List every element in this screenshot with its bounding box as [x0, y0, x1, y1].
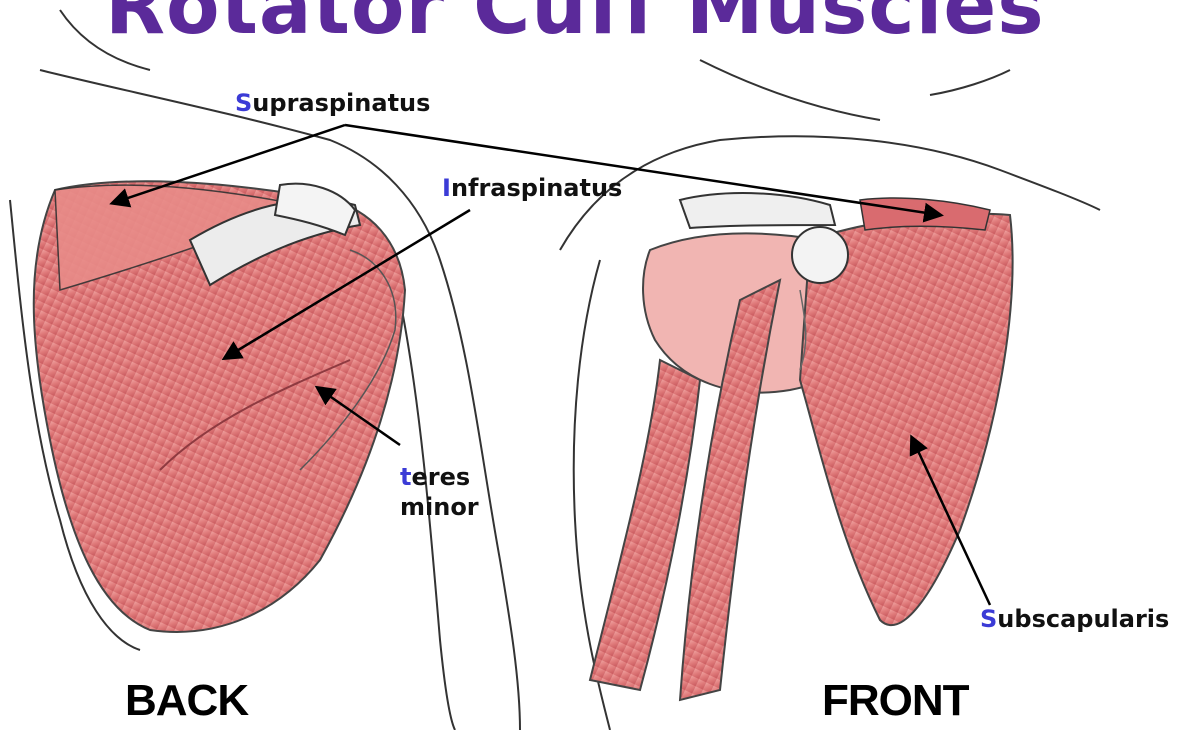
- label-text: eres: [411, 463, 470, 491]
- label-line-2: minor: [400, 492, 479, 522]
- label-text: nfraspinatus: [451, 174, 622, 202]
- view-label-front: FRONT: [822, 676, 969, 726]
- label-subscapularis: Subscapularis: [980, 604, 1169, 634]
- label-initial: S: [980, 605, 997, 633]
- label-text: upraspinatus: [252, 89, 430, 117]
- label-teres-minor: teres minor: [400, 462, 479, 522]
- label-text: ubscapularis: [997, 605, 1169, 633]
- label-initial: t: [400, 463, 411, 491]
- label-infraspinatus: Infraspinatus: [442, 173, 622, 203]
- page-title: Rotator Cuff Muscles: [105, 0, 1005, 52]
- label-line-1: teres: [400, 462, 479, 492]
- label-initial: I: [442, 174, 451, 202]
- front-muscles: [590, 193, 1013, 700]
- back-scapula: [34, 181, 405, 632]
- view-label-back: BACK: [125, 676, 248, 726]
- label-initial: S: [235, 89, 252, 117]
- label-supraspinatus: Supraspinatus: [235, 88, 430, 118]
